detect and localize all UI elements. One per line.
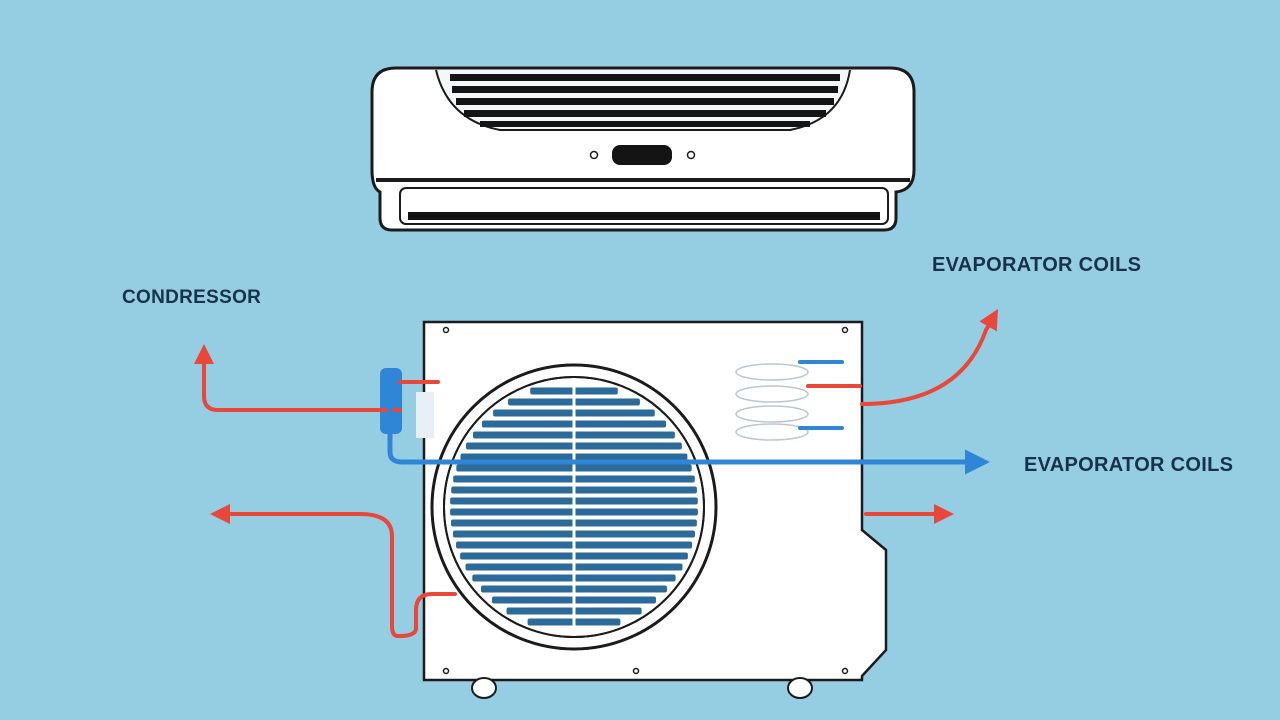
fan-grille-icon [430,363,718,651]
evaporator-coils-label-right: EVAPORATOR COILS [1024,454,1234,476]
cold-flow-arrows [387,360,990,475]
display-panel-icon [589,145,696,165]
coil-stack-icon [735,363,809,441]
condenser-label: CONDRESSOR [122,287,262,308]
air-outlet-slot [408,212,880,220]
indoor-vent-slats [450,74,840,127]
unit-foot-right [787,677,813,699]
valve-bracket [416,392,434,438]
evaporator-coils-label-top: EVAPORATOR COILS [932,254,1142,276]
hot-flow-arrows [194,309,998,638]
unit-foot-left [471,677,497,699]
unit-screws [442,326,849,675]
outdoor-condenser-unit [380,320,888,699]
indoor-ac-unit [370,66,916,232]
